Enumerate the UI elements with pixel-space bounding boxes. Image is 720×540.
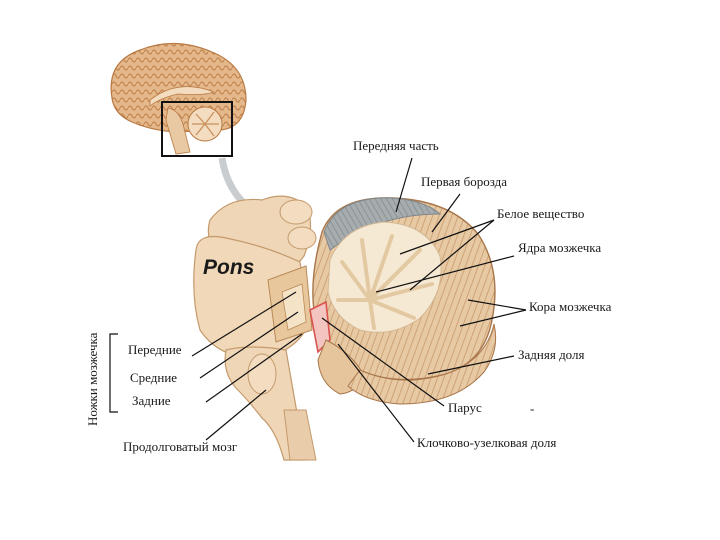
superior-colliculus xyxy=(280,200,312,224)
whole-brain-thumbnail xyxy=(111,43,246,156)
olive-bulge xyxy=(248,354,276,394)
label-cortex: Кора мозжечка xyxy=(529,299,612,314)
label-peduncle-anterior: Передние xyxy=(128,342,182,357)
label-peduncles-group: Ножки мозжечка xyxy=(85,332,100,426)
leader-medulla xyxy=(206,390,266,440)
label-first-fissure: Первая борозда xyxy=(421,174,507,189)
cerebellum-anatomy xyxy=(310,198,496,404)
label-nuclei: Ядра мозжечка xyxy=(518,240,601,255)
inferior-colliculus xyxy=(288,227,316,249)
spinal-cord-shape xyxy=(284,410,316,460)
label-posterior-lobe: Задняя доля xyxy=(518,347,584,362)
label-dash: - xyxy=(530,401,534,416)
label-peduncle-middle: Средние xyxy=(130,370,177,385)
label-velum: Парус xyxy=(448,400,482,415)
peduncle-bracket xyxy=(110,334,118,412)
brainstem-anatomy xyxy=(194,196,316,460)
label-flocculonodular: Клочково-узелковая доля xyxy=(417,435,556,450)
label-anterior-part: Передняя часть xyxy=(353,138,439,153)
label-peduncle-posterior: Задние xyxy=(132,393,171,408)
label-white-matter: Белое вещество xyxy=(497,206,584,221)
pons-label: Pons xyxy=(203,256,254,279)
label-medulla: Продолговатый мозг xyxy=(123,439,237,454)
